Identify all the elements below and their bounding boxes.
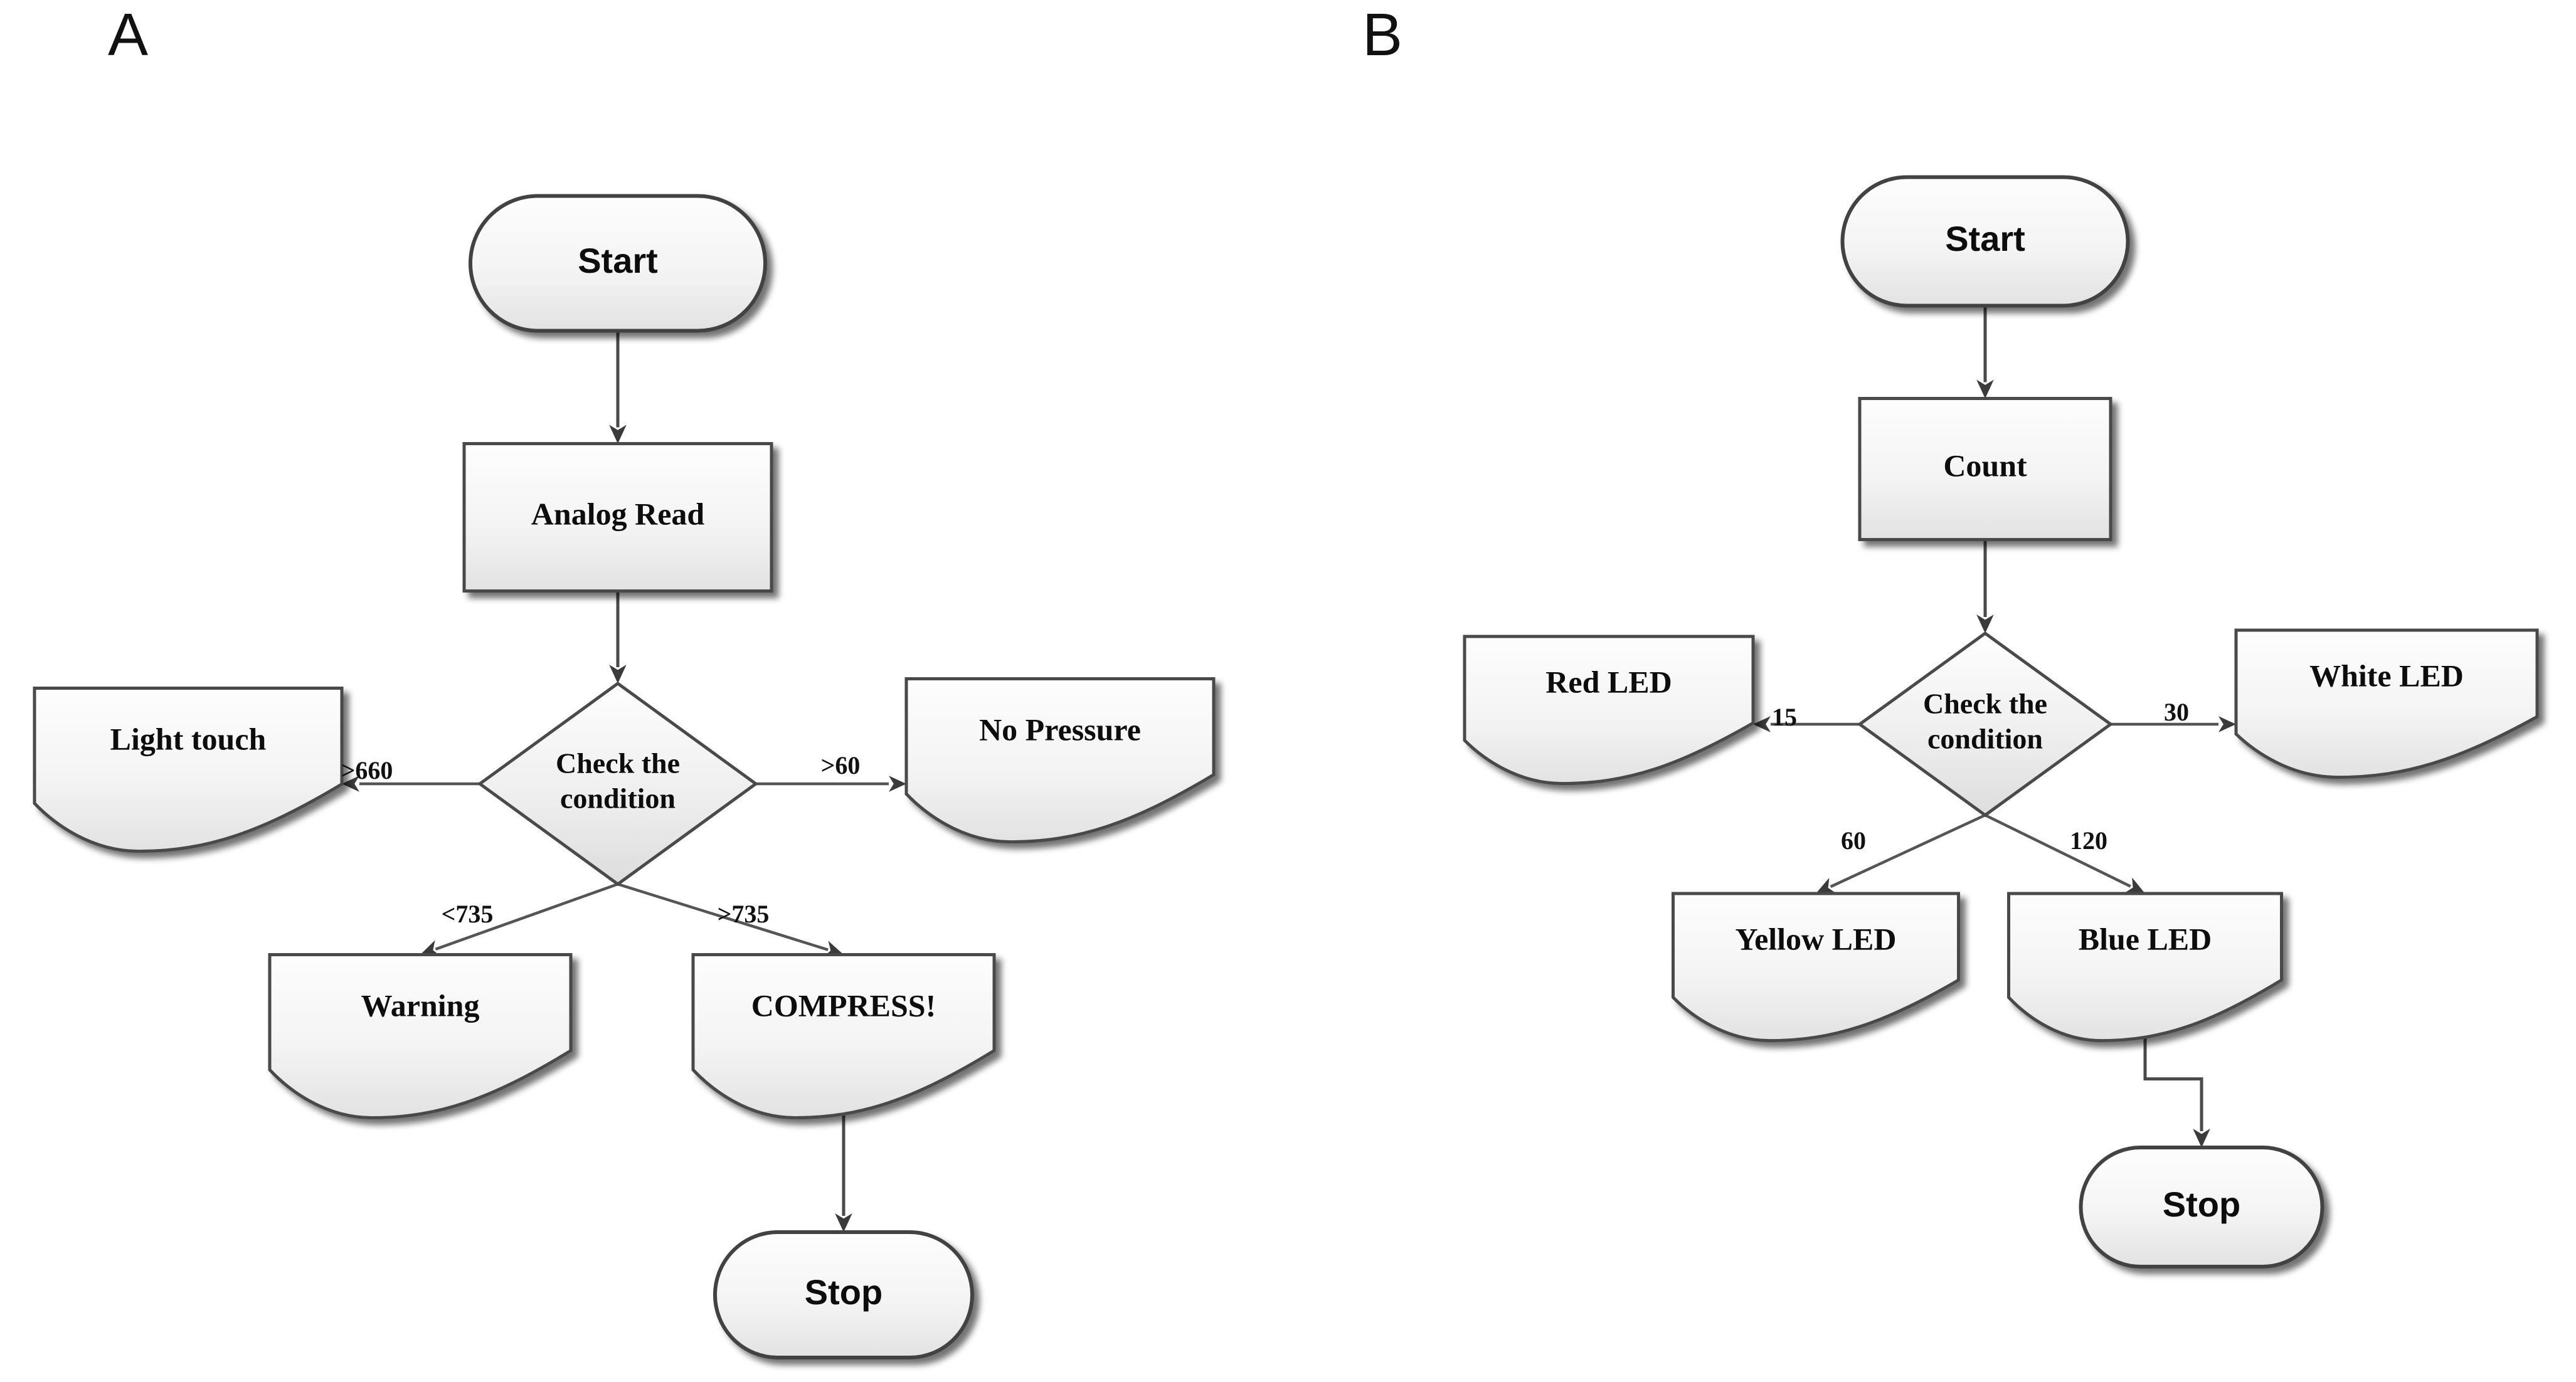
node-label: White LED [2309,658,2464,694]
flow-node-terminator: Stop [2079,1146,2324,1269]
terminator-shape [1840,175,2130,308]
node-label: Red LED [1545,665,1672,700]
edge-label: <735 [442,900,494,928]
node-label: Start [1945,219,2025,258]
edge-line [1985,813,2131,888]
edge-label: 15 [1772,703,1797,731]
node-label: Stop [805,1272,883,1312]
edge-label: >735 [718,900,770,928]
node-label: COMPRESS! [751,988,936,1023]
edge-label: >660 [341,756,393,784]
arrow-head-icon [889,776,906,792]
panel-letter: A [108,1,148,68]
flow-edge [756,776,906,792]
node-label: Analog Read [531,496,705,531]
edge-labels-layer: >660 >60 <735 >735 15 30 60 120 [341,698,2189,928]
flow-edge [1976,539,1994,633]
flow-edge [420,882,618,957]
flow-node-decision: Check the condition [477,681,759,887]
edge-line [2143,1010,2203,1131]
document-shape [904,677,1216,844]
arrow-head-icon [2218,716,2236,732]
decision-shape [1857,631,2114,818]
arrow-head-icon [609,425,627,444]
flow-node-terminator: Start [469,194,767,333]
edge-label: 60 [1841,826,1866,855]
arrow-head-icon [835,1213,852,1232]
flow-edge [2143,1010,2210,1147]
arrow-head-icon [1976,379,1994,399]
arrow-head-icon [420,940,441,957]
flow-node-document: Light touch [33,687,344,853]
document-shape [33,687,344,853]
process-shape [1858,397,2112,541]
document-shape [2234,628,2539,779]
node-label: Blue LED [2079,922,2212,957]
terminator-shape [469,194,767,333]
flow-edge [609,330,627,444]
flow-edge [1976,305,1994,399]
flow-node-terminator: Stop [713,1230,974,1359]
edge-label: >60 [821,751,861,779]
arrow-head-icon [2193,1129,2210,1147]
node-label: No Pressure [979,712,1141,747]
arrow-head-icon [1976,615,1994,633]
flow-edge [2111,716,2236,732]
arrow-head-icon [2124,877,2145,894]
flow-node-document: Red LED [1463,635,1755,786]
flow-node-process: Analog Read [462,442,773,593]
document-shape [1463,635,1755,786]
node-label: Stop [2163,1184,2240,1224]
node-label: Light touch [110,722,267,757]
node-label: Start [578,241,658,280]
panel-letter: B [1362,1,1402,68]
flow-node-terminator: Start [1840,175,2130,308]
arrow-head-icon [1753,716,1771,732]
process-shape [462,442,773,593]
node-label: condition [1927,723,2043,755]
node-label: Yellow LED [1736,922,1897,957]
flow-node-document: Yellow LED [1672,892,1960,1043]
edge-line [617,882,829,951]
flow-edge [342,776,480,792]
decision-shape [477,681,759,887]
flow-node-document: No Pressure [904,677,1216,844]
document-shape [2007,892,2283,1043]
arrow-head-icon [609,665,627,683]
node-label: Warning [361,988,480,1023]
document-shape [691,953,996,1120]
flow-edge [1753,716,1860,732]
document-shape [1672,892,1960,1043]
flow-node-process: Count [1858,397,2112,541]
edge-line [1830,813,1986,889]
flow-edge [1985,813,2145,894]
flow-node-document: COMPRESS! [691,953,996,1120]
terminator-shape [713,1230,974,1359]
node-label: condition [560,783,676,815]
node-label: Check the [556,747,680,779]
arrow-head-icon [342,776,359,792]
node-label: Count [1943,448,2027,483]
flow-node-document: White LED [2234,628,2539,779]
arrow-head-icon [1816,877,1837,894]
edge-label: 30 [2164,698,2189,726]
edges-layer [342,305,2236,1232]
edge-line [435,882,618,951]
flow-node-document: Warning [268,953,573,1120]
document-shape [268,953,573,1120]
node-label: Check the [1923,688,2047,720]
edge-label: 120 [2070,826,2107,855]
flow-edge [609,591,627,683]
terminator-shape [2079,1146,2324,1269]
flow-node-document: Blue LED [2007,892,2283,1043]
flow-edge [1816,813,1986,894]
